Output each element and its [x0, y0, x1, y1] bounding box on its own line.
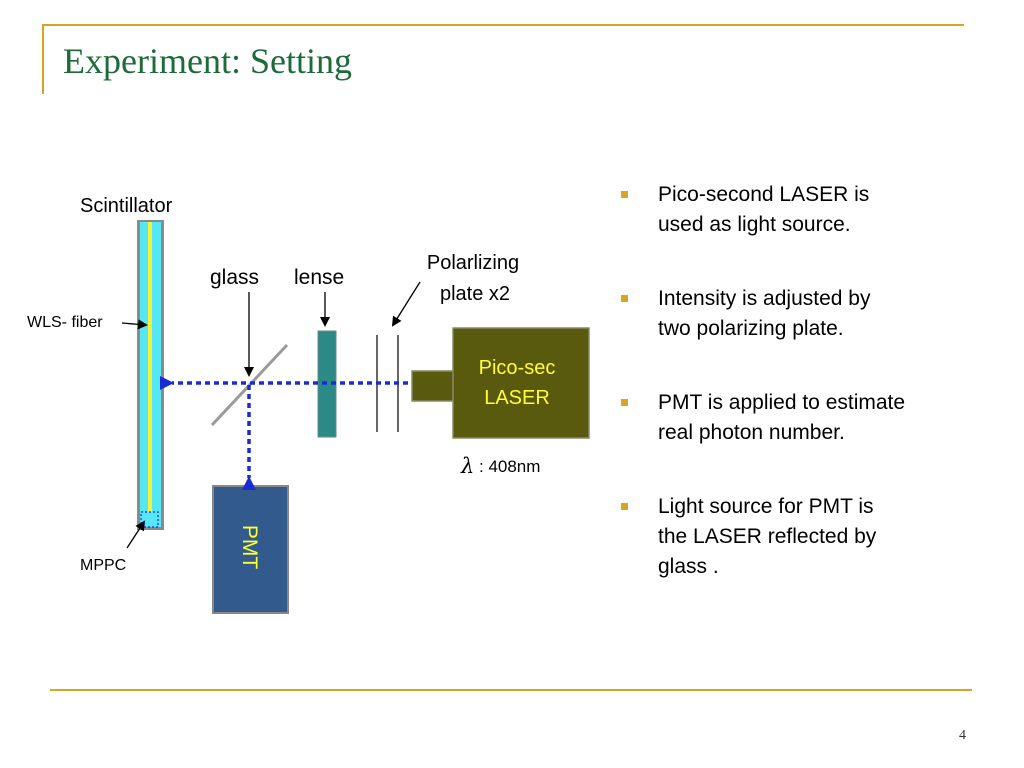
- footer-rule: [50, 689, 972, 691]
- bullet-square-icon: [621, 295, 628, 302]
- polarizing-pointer: [391, 281, 421, 327]
- bullet-square-icon: [621, 503, 628, 510]
- wls-fiber-pointer: [121, 319, 148, 330]
- polarizing-label-line2: plate x2: [440, 283, 510, 305]
- pmt-label: PMT: [238, 525, 261, 570]
- polarizing-label-line1: Polarlizing: [427, 252, 519, 274]
- bullet-item: Pico-second LASER is used as light sourc…: [618, 180, 978, 240]
- title-frame-left-rule: [42, 24, 44, 94]
- bullet-square-icon: [621, 191, 628, 198]
- pmt: [212, 485, 289, 614]
- glass-label: glass: [210, 266, 259, 289]
- laser-label-line1: Pico-sec: [479, 357, 556, 379]
- scintillator-label: Scintillator: [80, 195, 173, 217]
- bullet-text: PMT is applied to estimate real photon n…: [658, 391, 906, 444]
- wavelength-symbol: λ: [460, 454, 474, 478]
- bullet-item: Light source for PMT is the LASER reflec…: [618, 492, 978, 582]
- mppc-pointer: [126, 520, 146, 549]
- experiment-setup-diagram: Scintillator WLS- fiber MPPC glass lense…: [27, 195, 590, 614]
- mppc-label: MPPC: [80, 557, 126, 574]
- bullet-text: Pico-second LASER is used as light sourc…: [658, 183, 870, 236]
- laser-label-line2: LASER: [484, 387, 550, 409]
- bullet-text: Light source for PMT is the LASER reflec…: [658, 495, 877, 578]
- bullet-list: Pico-second LASER is used as light sourc…: [618, 180, 978, 626]
- bullet-item: Intensity is adjusted by two polarizing …: [618, 284, 978, 344]
- title-frame-top-rule: [42, 24, 964, 26]
- wls-fiber-label: WLS- fiber: [27, 314, 103, 331]
- bullet-text: Intensity is adjusted by two polarizing …: [658, 287, 871, 340]
- bullet-square-icon: [621, 399, 628, 406]
- slide-title: Experiment: Setting: [63, 41, 352, 81]
- mppc: [140, 511, 159, 528]
- wavelength-value: : 408nm: [479, 457, 540, 476]
- wls-fiber: [148, 222, 152, 514]
- page-number: 4: [959, 728, 966, 743]
- bullet-item: PMT is applied to estimate real photon n…: [618, 388, 978, 448]
- lense-label: lense: [294, 266, 344, 289]
- laser: [411, 327, 590, 439]
